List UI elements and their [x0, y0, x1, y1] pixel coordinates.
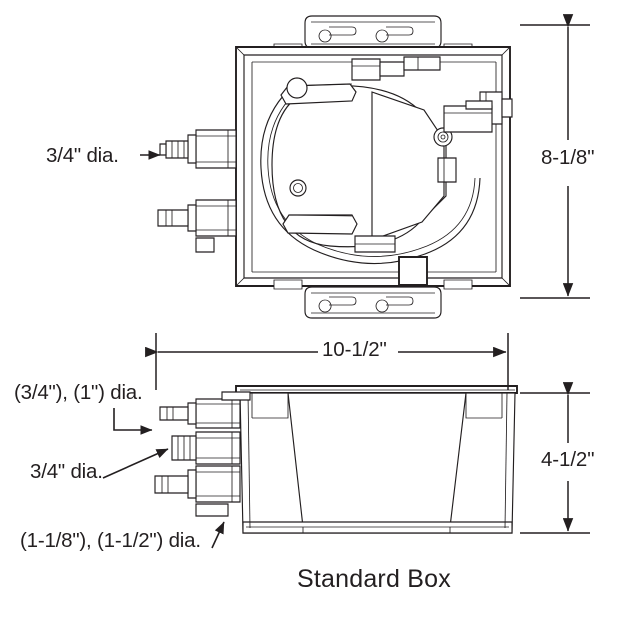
callout-dia-upper: (3/4"), (1") dia. [14, 381, 143, 404]
elevation-view [154, 385, 518, 534]
dimension-width [145, 333, 509, 390]
dimension-height [520, 14, 590, 299]
mounting-flange-top [304, 15, 442, 49]
pipe-stub-lower-elev [154, 465, 241, 517]
internal-pump-assembly [260, 56, 493, 286]
callout-dia-lower: (1-1/8"), (1-1/2") dia. [20, 529, 201, 552]
pipe-stub-lower-top [157, 199, 237, 253]
mounting-flange-bottom [273, 279, 473, 319]
leader-dia-upper [113, 408, 153, 435]
callout-dia-top: 3/4" dia. [46, 144, 119, 167]
pipe-stub-upper-top [159, 129, 237, 169]
dimension-label-depth: 4-1/2" [541, 448, 595, 471]
drawing-caption: Standard Box [297, 565, 451, 593]
callout-dia-mid: 3/4" dia. [30, 460, 103, 483]
dimension-label-height: 8-1/8" [541, 146, 595, 169]
plan-view [157, 15, 513, 319]
pipe-stub-mid-elev [171, 431, 241, 465]
dimension-label-width: 10-1/2" [322, 338, 387, 361]
leader-dia-mid [102, 448, 169, 479]
dimension-depth [520, 382, 590, 534]
leader-dia-lower [211, 521, 225, 549]
pipe-stub-upper-elev [159, 391, 251, 429]
